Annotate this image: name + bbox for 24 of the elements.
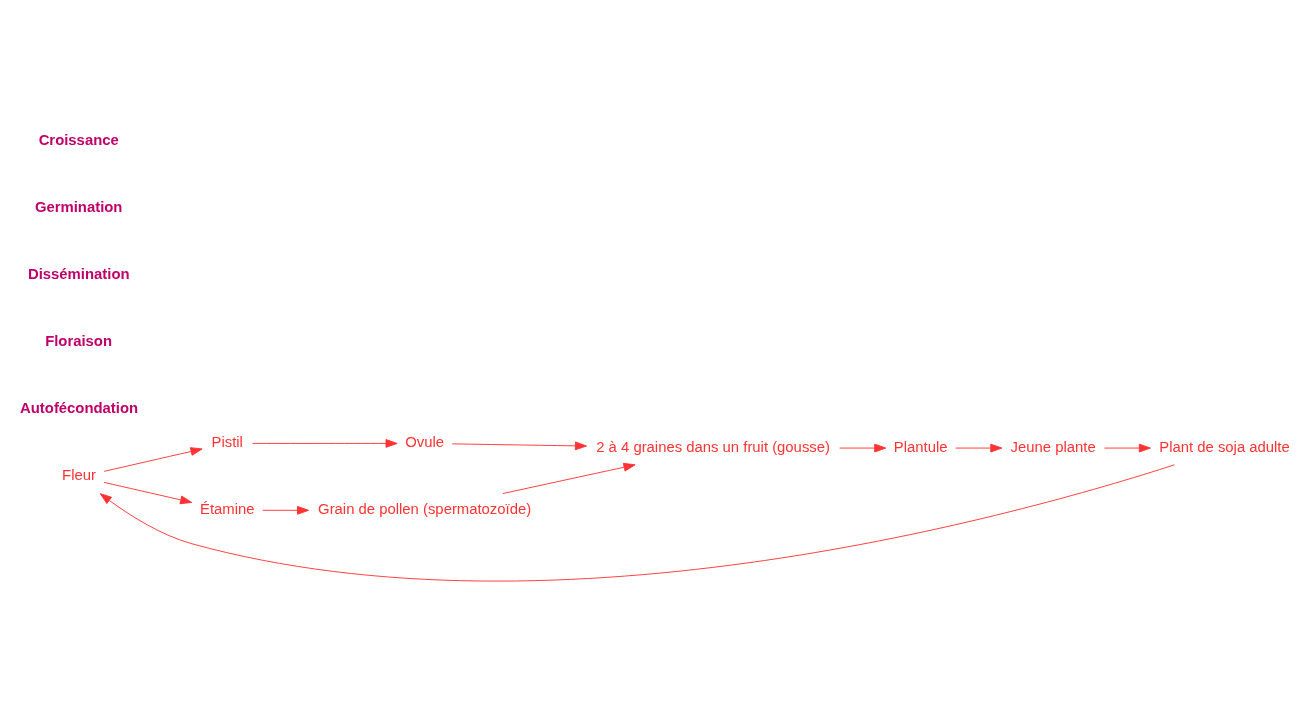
- arrow: [502, 462, 636, 495]
- label: Floraison: [45, 332, 113, 349]
- node-text: Pistil: [211, 433, 243, 450]
- arrow: [103, 481, 193, 505]
- node-text: Grain de pollen (spermatozoïde): [318, 500, 532, 517]
- node-text: Plant de soja adulte: [1159, 438, 1290, 455]
- node-text: Fleur: [62, 467, 96, 484]
- label: Autofécondation: [20, 399, 139, 416]
- arrow: [262, 505, 310, 515]
- arrow: [99, 464, 1175, 582]
- arrow: [451, 441, 587, 451]
- node-text: Ovule: [405, 433, 445, 450]
- node-text: 2 à 4 graines dans un fruit (gousse): [596, 438, 830, 455]
- arrow: [955, 443, 1003, 453]
- arrow: [839, 443, 887, 453]
- label: Croissance: [38, 132, 119, 149]
- arrow: [1103, 443, 1151, 453]
- node-text: Jeune plante: [1010, 438, 1096, 455]
- node-text: Étamine: [199, 500, 255, 517]
- arrow: [252, 439, 398, 448]
- node-text: Plantule: [893, 438, 948, 455]
- label: Germination: [34, 198, 123, 215]
- label: Dissémination: [27, 265, 130, 282]
- arrow: [103, 447, 203, 472]
